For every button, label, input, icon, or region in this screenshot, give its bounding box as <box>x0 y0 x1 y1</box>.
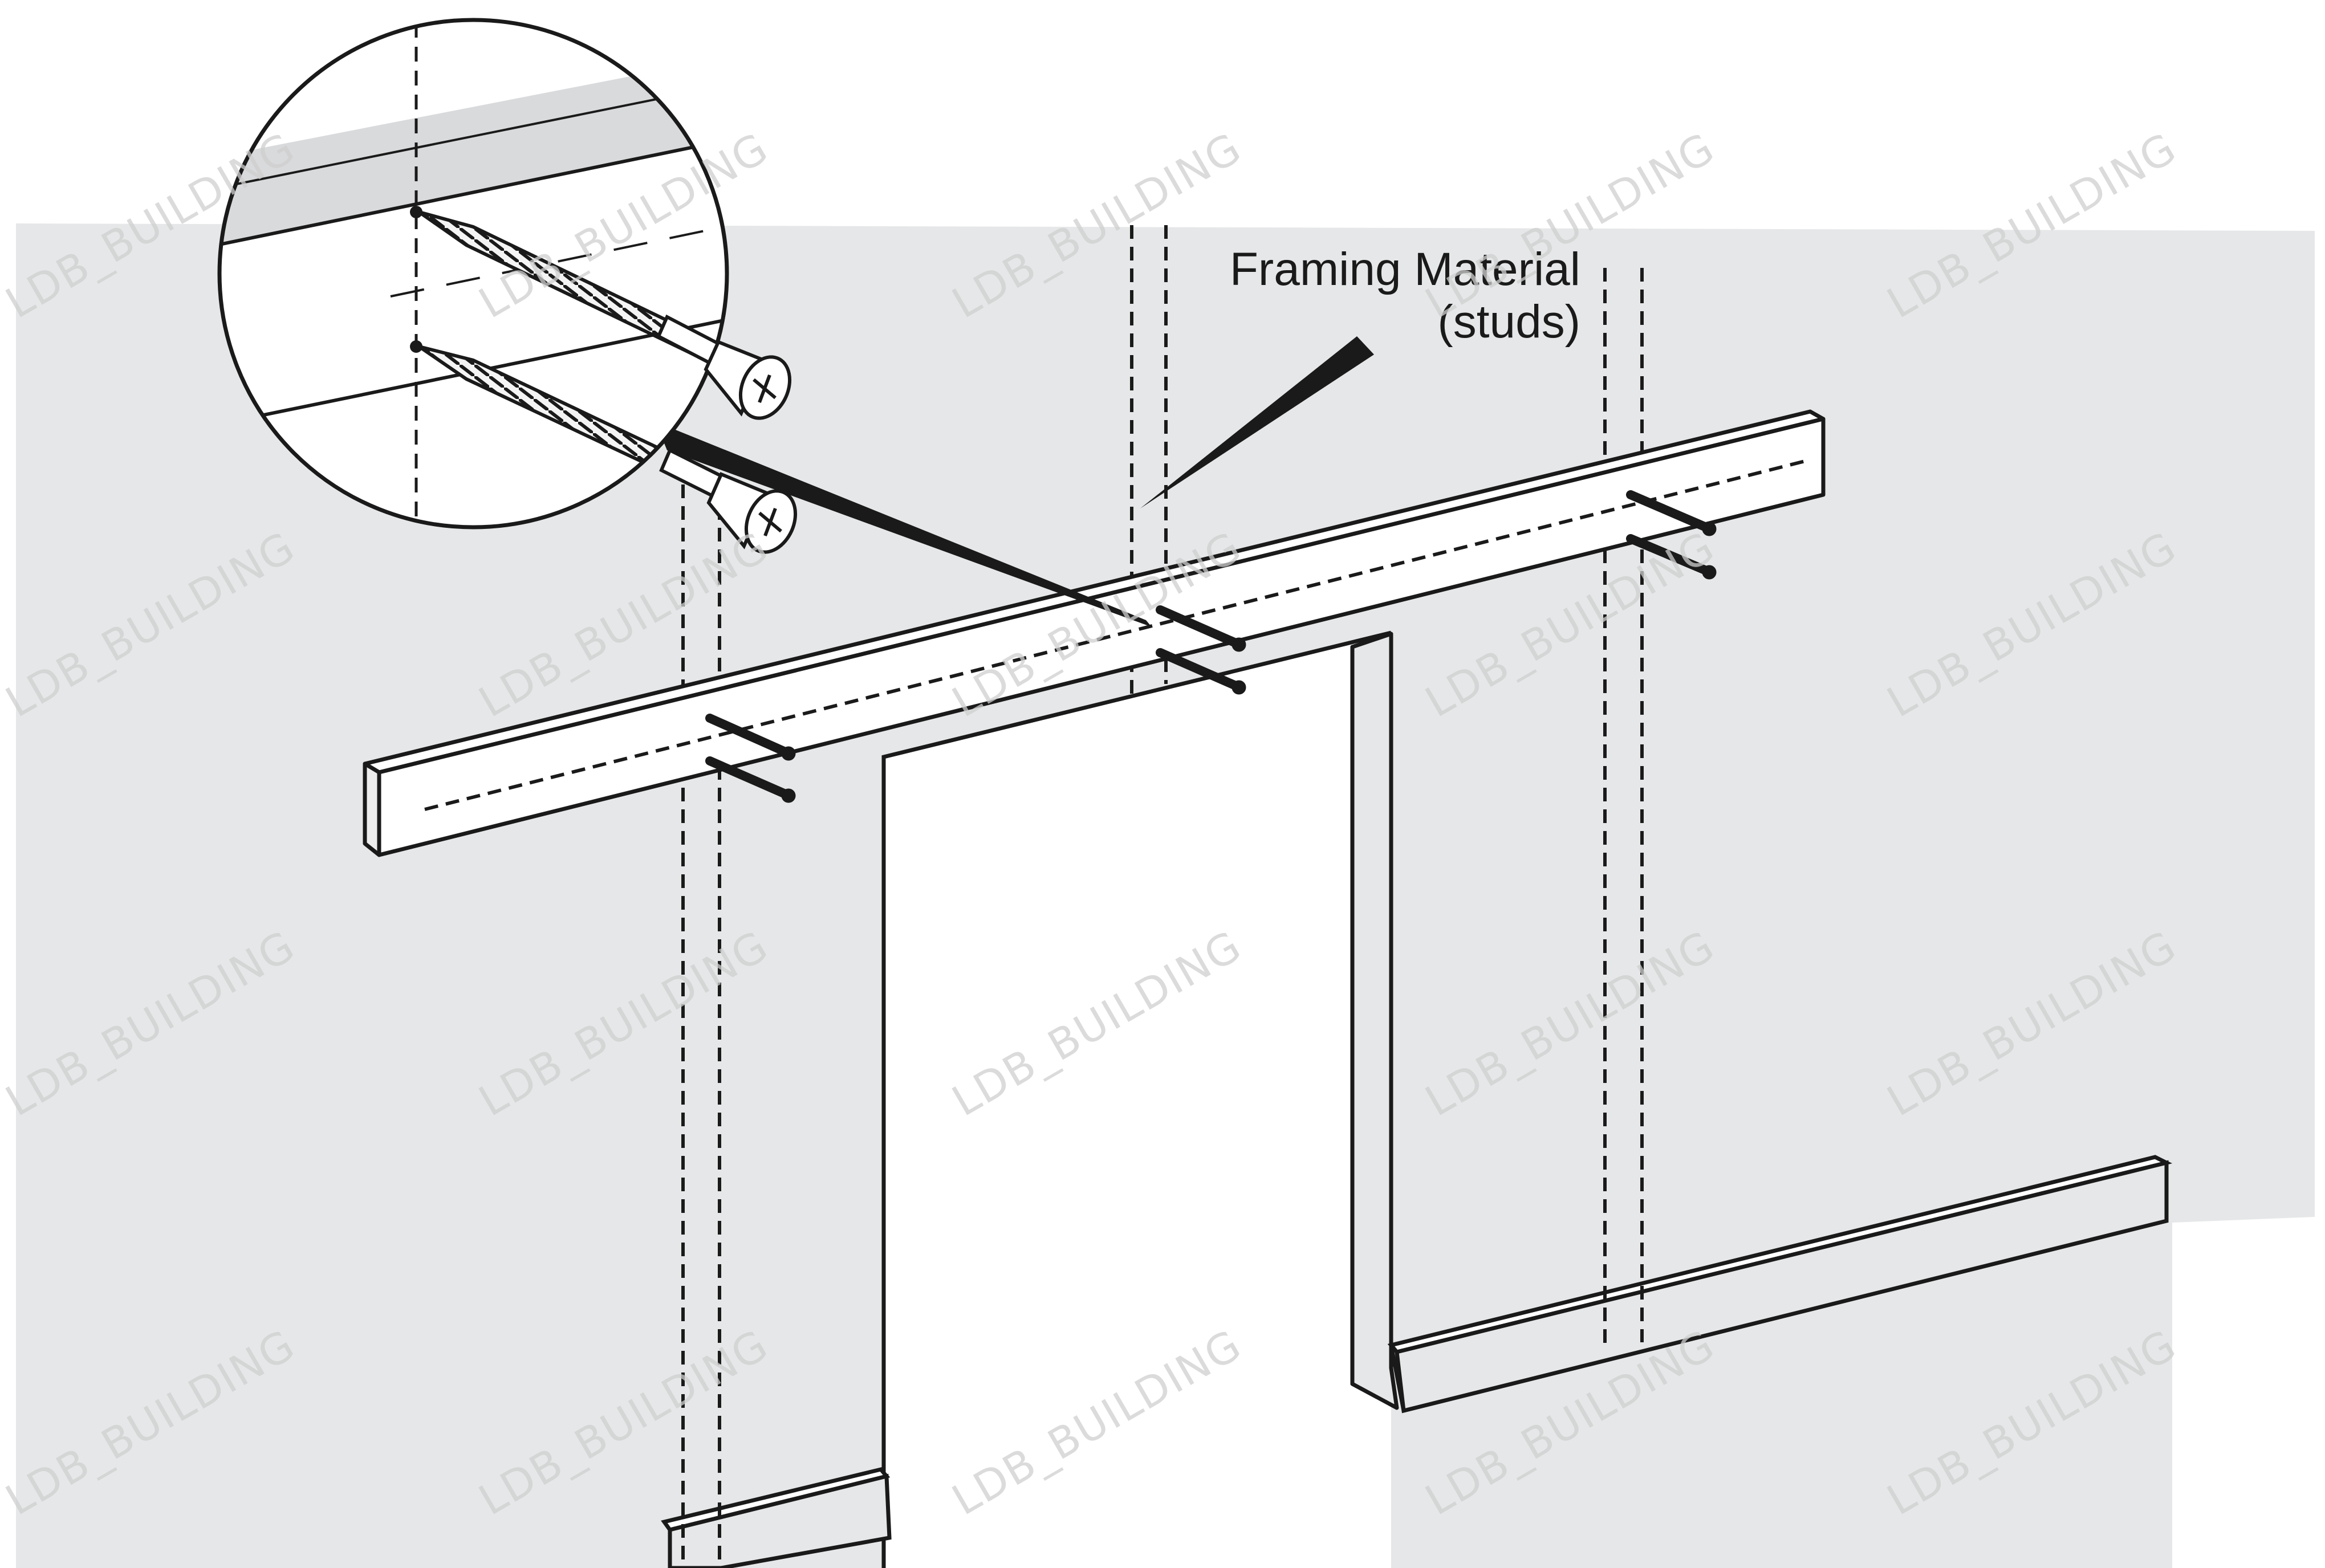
screw-icon <box>656 314 792 420</box>
screw-icon <box>659 447 798 554</box>
studs-label: (studs) <box>1437 296 1580 348</box>
door-opening <box>884 633 1391 1568</box>
screw-icon <box>1626 490 1717 536</box>
ledger-board <box>363 409 1826 857</box>
screw-icon <box>1156 605 1246 652</box>
screw-icon <box>1156 648 1246 695</box>
framing-material-label: Framing Material <box>1230 243 1580 295</box>
label-pointer <box>1140 336 1374 508</box>
screw-icon <box>1626 534 1717 580</box>
baseboard-right <box>1387 1155 2173 1414</box>
screw-icon <box>705 756 796 803</box>
screw-icon <box>705 714 796 761</box>
callout-pointer <box>656 422 1152 627</box>
screw-icon <box>410 206 727 373</box>
door-frame-left <box>881 630 1392 1568</box>
magnifier-callout <box>217 18 798 554</box>
board-screws <box>705 490 1717 803</box>
door-jamb-right <box>1350 632 1399 1410</box>
